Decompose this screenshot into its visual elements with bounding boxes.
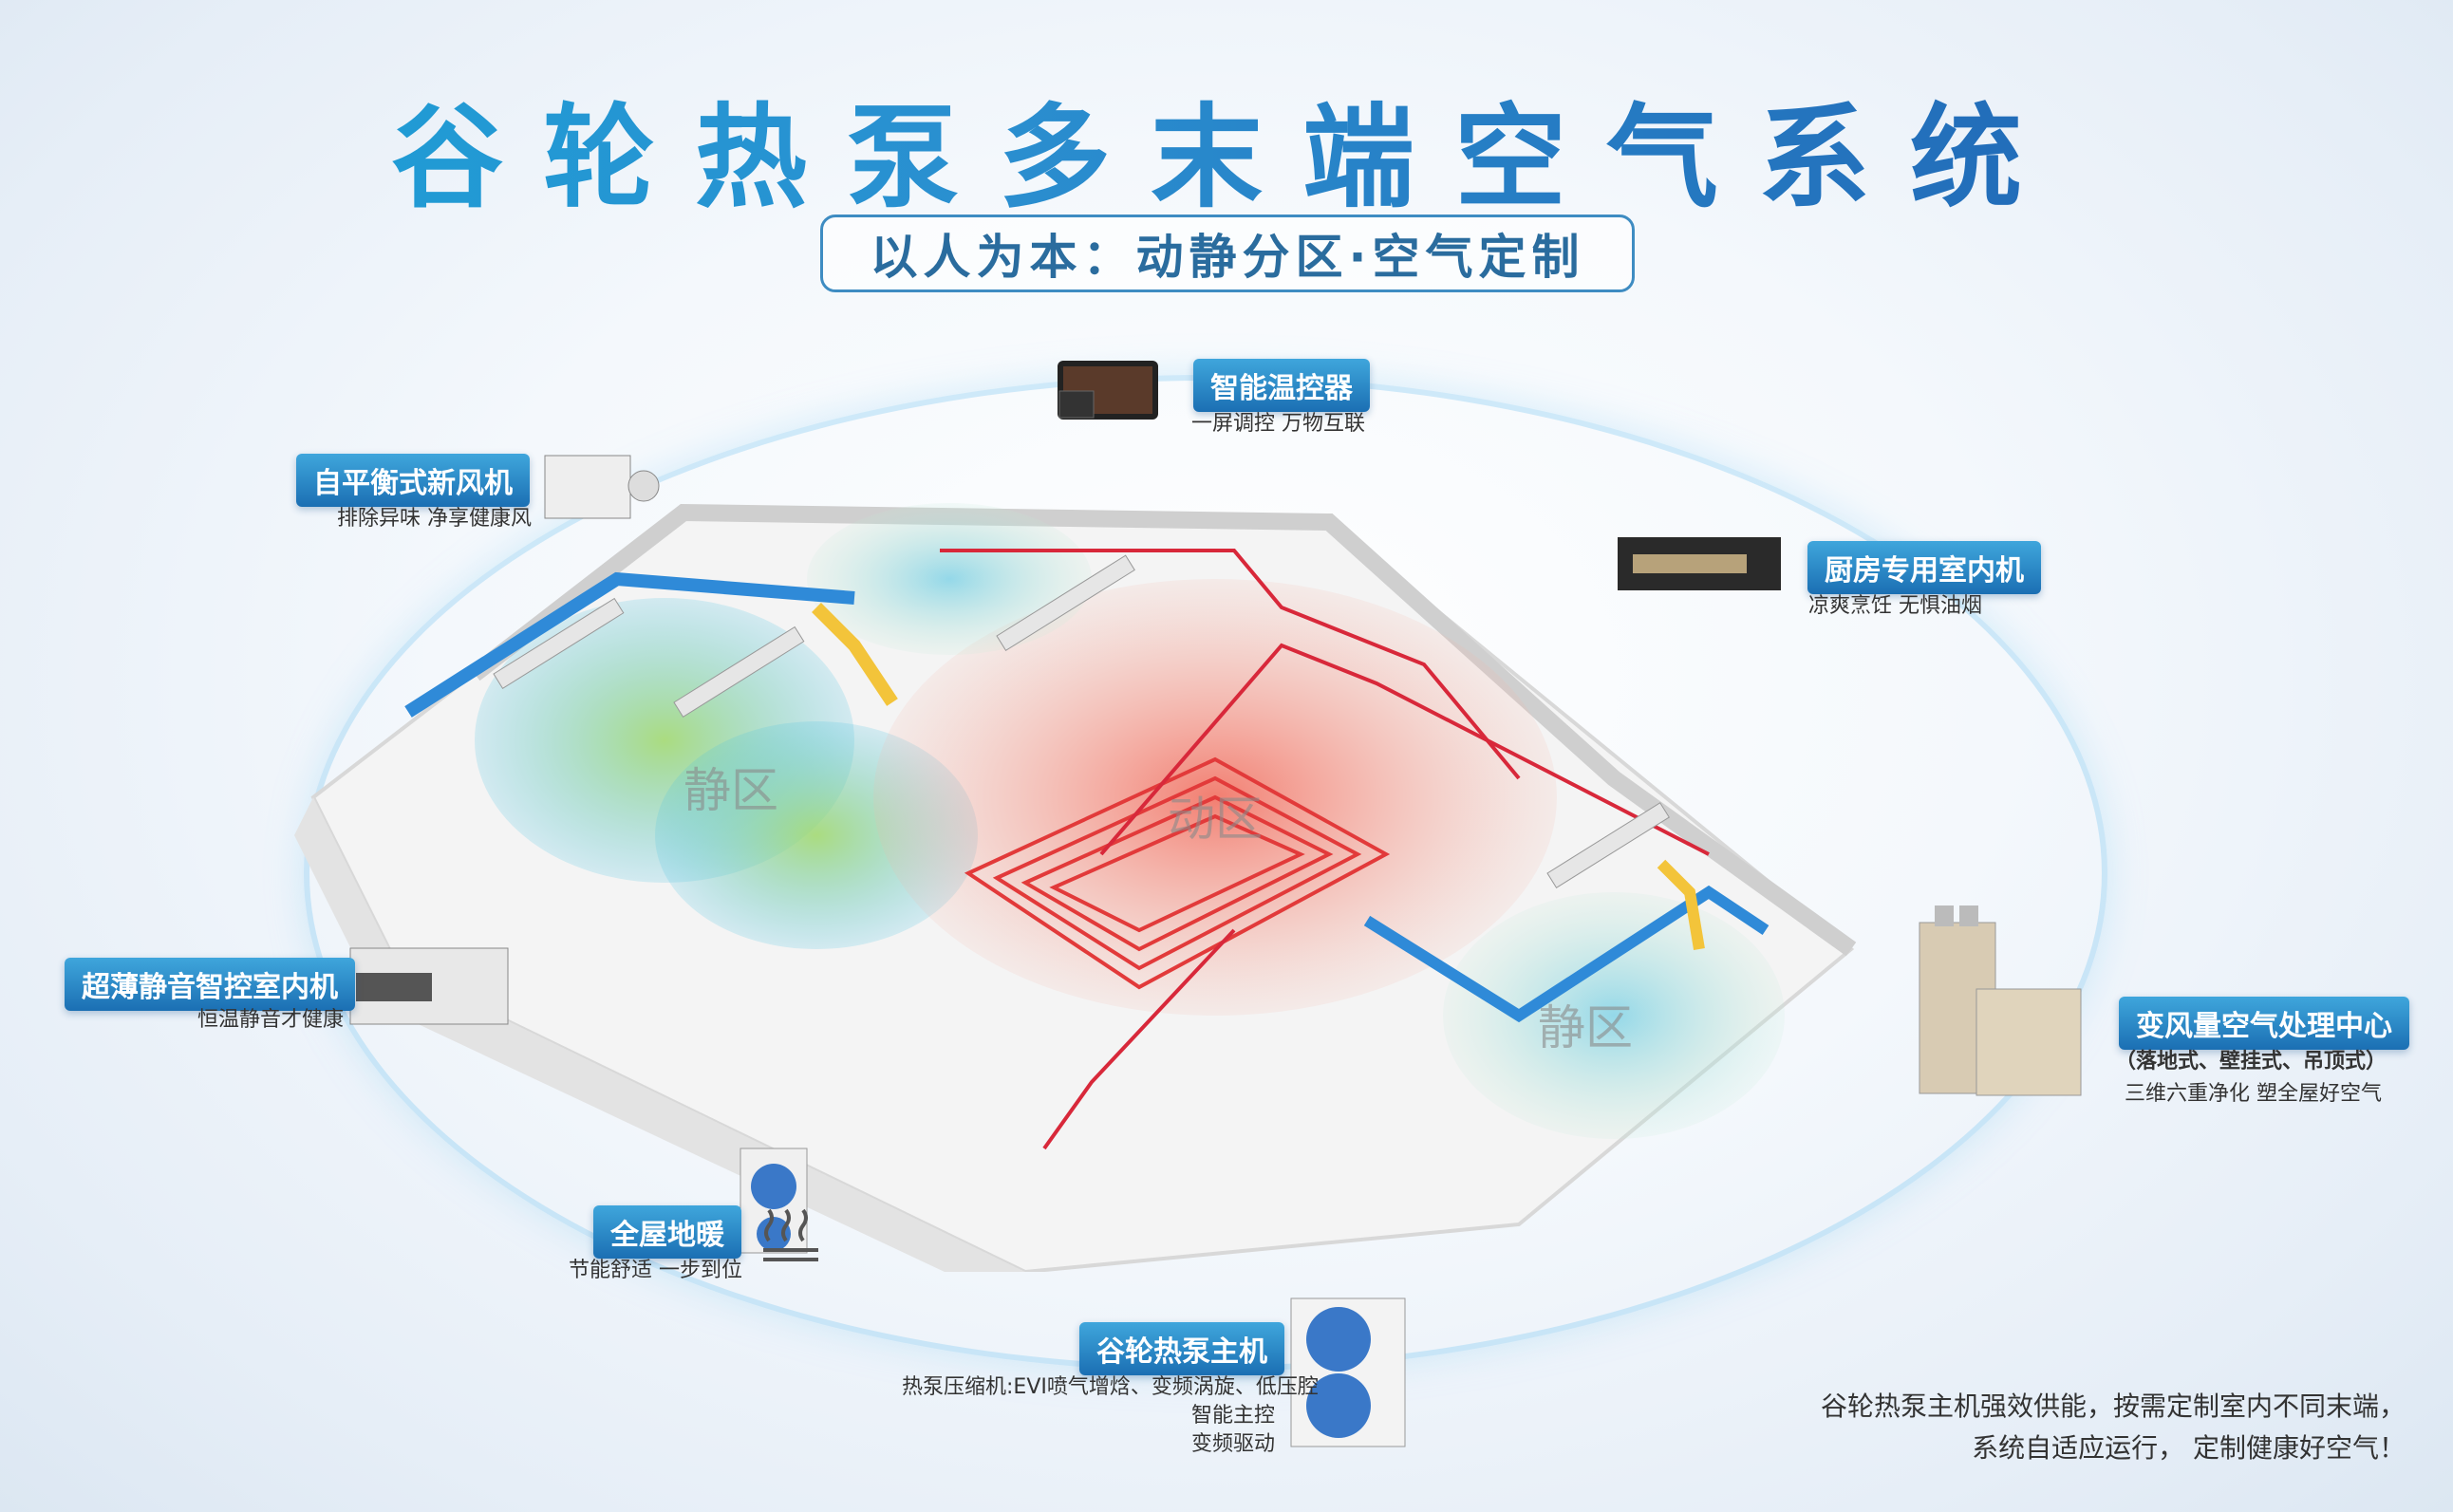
floor-heating-icon — [763, 1208, 818, 1261]
footer-line-1: 谷轮热泵主机强效供能，按需定制室内不同末端， — [1820, 1391, 2406, 1422]
yellow-duct — [812, 603, 898, 706]
heat-pump-tag: 谷轮热泵主机 — [1079, 1322, 1284, 1375]
heat-pump-desc-3: 变频驱动 — [1191, 1432, 1276, 1456]
floor-heating-pipes — [964, 756, 1391, 990]
bedroom-zone-3 — [1443, 892, 1785, 1139]
air-handler-icon — [1919, 905, 2082, 1096]
kitchen-unit-icon — [1618, 537, 1781, 590]
house-illustration: 静区 动区 静区 — [294, 503, 1857, 1272]
subtitle: 以人为本：动静分区·空气定制 — [870, 230, 1585, 285]
floor-heating-desc: 节能舒适 一步到位 — [569, 1259, 742, 1282]
zone-label-active: 动区 — [1168, 792, 1263, 847]
blue-duct — [404, 571, 855, 718]
controller-tag: 智能温控器 — [1193, 359, 1370, 412]
study-zone — [807, 503, 1092, 655]
footer-line-2: 系统自适应运行， 定制健康好空气！ — [1972, 1432, 2406, 1464]
page-title: 谷轮热泵多末端空气系统 — [0, 66, 2453, 229]
slim-indoor-tag: 超薄静音智控室内机 — [65, 958, 355, 1011]
floor-heating-tag: 全屋地暖 — [593, 1205, 741, 1259]
fresh-air-desc: 排除异味 净享健康风 — [337, 507, 532, 531]
heat-pump-desc-2: 智能主控 — [1191, 1404, 1276, 1428]
zone-label-quiet-1: 静区 — [683, 763, 778, 818]
zone-label-quiet-2: 静区 — [1538, 1000, 1633, 1055]
kitchen-tag: 厨房专用室内机 — [1807, 541, 2041, 594]
subtitle-box: 以人为本：动静分区·空气定制 — [820, 215, 1635, 292]
vav-tag: 变风量空气处理中心 — [2119, 997, 2409, 1050]
fresh-air-unit-icon — [544, 455, 660, 519]
vav-desc: 三维六重净化 塑全屋好空气 — [2125, 1082, 2382, 1106]
slim-indoor-unit-icon — [349, 947, 509, 1025]
kitchen-desc: 凉爽烹饪 无惧油烟 — [1808, 594, 1982, 618]
thermostat-icon — [1058, 361, 1158, 420]
footer-note: 谷轮热泵主机强效供能，按需定制室内不同末端， 系统自适应运行， 定制健康好空气！ — [1821, 1386, 2406, 1469]
heat-pump-desc-1: 热泵压缩机:EVI喷气增焓、变频涡旋、低压腔 — [902, 1375, 1319, 1399]
heat-pump-main-icon — [1290, 1297, 1406, 1447]
vav-desc-sub: （落地式、壁挂式、吊顶式） — [2115, 1050, 2387, 1073]
controller-desc: 一屏调控 万物互联 — [1191, 412, 1365, 436]
fresh-air-tag: 自平衡式新风机 — [296, 454, 530, 507]
slim-indoor-desc: 恒温静音才健康 — [197, 1008, 345, 1032]
